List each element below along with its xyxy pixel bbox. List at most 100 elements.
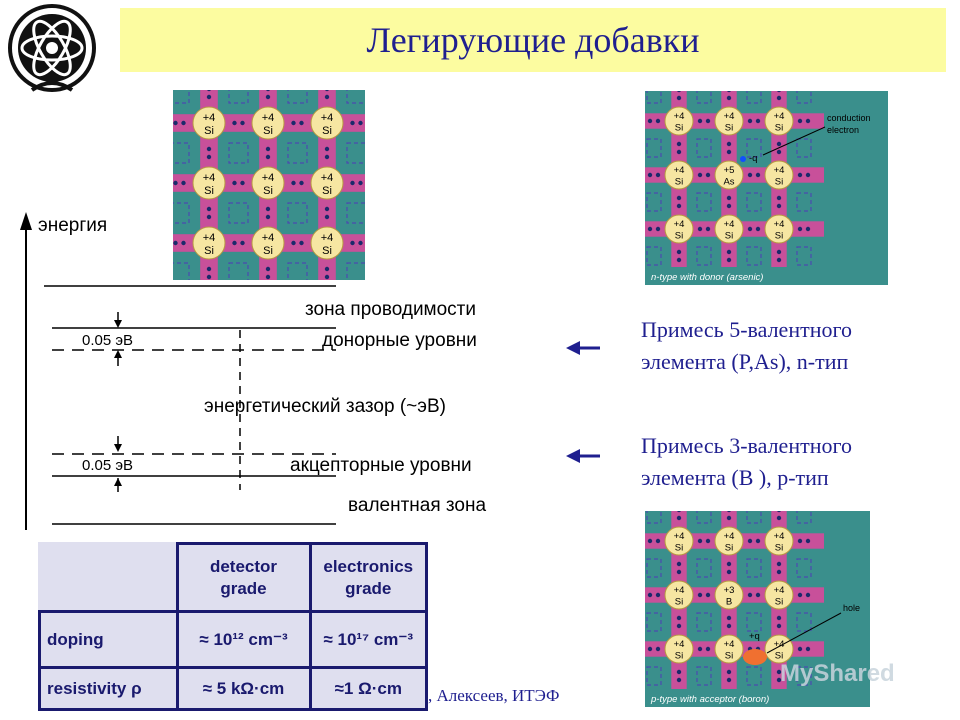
electron-dot: [206, 206, 212, 212]
electron-dot: [776, 141, 782, 147]
electron-dot: [181, 180, 186, 186]
atom-symbol: Si: [725, 651, 733, 662]
electron-dot: [676, 561, 682, 567]
electron-dot: [350, 240, 355, 246]
atom-charge: +4: [774, 585, 785, 596]
arrow-left-icon: [566, 449, 580, 463]
electron-dot: [676, 677, 682, 683]
electron-dot: [647, 226, 653, 232]
lattice-caption: p-type with acceptor (boron): [650, 694, 769, 705]
electron-dot: [755, 118, 761, 124]
electron-dot: [697, 646, 703, 652]
electron-dot: [232, 120, 237, 126]
electron-dot: [299, 180, 304, 186]
electron-dot: [324, 146, 330, 152]
electron-dot: [676, 569, 682, 575]
atom-symbol: B: [726, 597, 732, 608]
acceptor-levels-label: акцепторные уровни: [290, 455, 472, 476]
atom: [714, 160, 744, 190]
electron-dot: [776, 95, 782, 101]
atom: [664, 106, 694, 136]
footer-credit: , Алексеев, ИТЭФ: [428, 686, 560, 705]
electron-dot: [726, 203, 732, 209]
atom: [764, 580, 794, 610]
atom-symbol: Si: [675, 651, 683, 662]
electron-dot: [265, 146, 271, 152]
arrow-up-icon: [114, 478, 122, 486]
atom-charge: +4: [774, 111, 785, 122]
electron-dot: [676, 203, 682, 209]
electron-dot: [324, 206, 330, 212]
electron-dot: [181, 240, 186, 246]
atom-symbol: Si: [675, 123, 683, 134]
p-type-note-line1: Примесь 3-валентного: [641, 433, 852, 458]
electron-dot: [805, 592, 811, 598]
atom-charge: +4: [774, 165, 785, 176]
electron-dot: [324, 94, 330, 100]
band-diagram: энергия зона проводимости донорные уровн…: [20, 212, 600, 530]
atom: [310, 226, 344, 260]
electron-dot: [358, 120, 363, 126]
atom: [764, 526, 794, 556]
electron-dot: [776, 569, 782, 575]
atom: [664, 214, 694, 244]
electron-dot: [797, 226, 803, 232]
electron-dot: [755, 172, 761, 178]
arrow-up-icon: [114, 350, 122, 358]
atom-charge: +4: [203, 112, 216, 124]
conduction-band-label: зона проводимости: [305, 299, 476, 320]
electron-dot: [655, 592, 661, 598]
electron-dot: [777, 511, 781, 513]
electron-dot: [726, 669, 732, 675]
atom-charge: +4: [724, 219, 735, 230]
table-row: resistivity ρ ≈ 5 kΩ·cm ≈1 Ω·cm: [38, 666, 428, 711]
atom-symbol: Si: [775, 543, 783, 554]
electron-dot: [776, 623, 782, 629]
atom-charge: +4: [321, 112, 334, 124]
electron-dot: [797, 646, 803, 652]
electron-dot: [797, 538, 803, 544]
p-type-note: Примесь 3-валентного элемента (B ), p-ти…: [641, 430, 852, 494]
atom: [764, 634, 794, 664]
electron-dot: [324, 266, 330, 272]
electron-dot: [291, 120, 296, 126]
cell-resistivity-electronics: ≈1 Ω·cm: [308, 666, 428, 711]
atom-symbol: Si: [204, 185, 214, 197]
acceptor-gap-value: 0.05 эВ: [82, 457, 133, 474]
electron-dot: [697, 538, 703, 544]
electron-dot: [776, 149, 782, 155]
electron-dot: [755, 538, 761, 544]
electron-dot: [697, 118, 703, 124]
electron-dot: [697, 172, 703, 178]
electron-dot: [232, 240, 237, 246]
header-detector-grade: detector grade: [175, 542, 312, 613]
electron-dot: [776, 515, 782, 521]
atom: [251, 166, 285, 200]
electron-dot: [240, 180, 245, 186]
electron-dot: [299, 240, 304, 246]
electron-dot: [207, 90, 211, 92]
atom-symbol: Si: [263, 125, 273, 137]
atom: [310, 106, 344, 140]
electron-dot: [805, 646, 811, 652]
electron-dot: [676, 515, 682, 521]
electron-dot: [206, 146, 212, 152]
electron-dot: [265, 206, 271, 212]
table-corner: [39, 543, 179, 613]
electron-dot: [265, 94, 271, 100]
atom: [664, 634, 694, 664]
atom: [714, 634, 744, 664]
itep-logo-icon: [4, 4, 100, 100]
atom: [664, 160, 694, 190]
atom-charge: +4: [262, 172, 275, 184]
electron-dot: [206, 214, 212, 220]
electron-dot: [797, 118, 803, 124]
electron-dot: [797, 172, 803, 178]
electron-dot: [705, 118, 711, 124]
atom-charge: +4: [774, 639, 785, 650]
electron-dot: [805, 118, 811, 124]
atom: [664, 580, 694, 610]
electron-dot: [655, 538, 661, 544]
electron-dot: [206, 266, 212, 272]
